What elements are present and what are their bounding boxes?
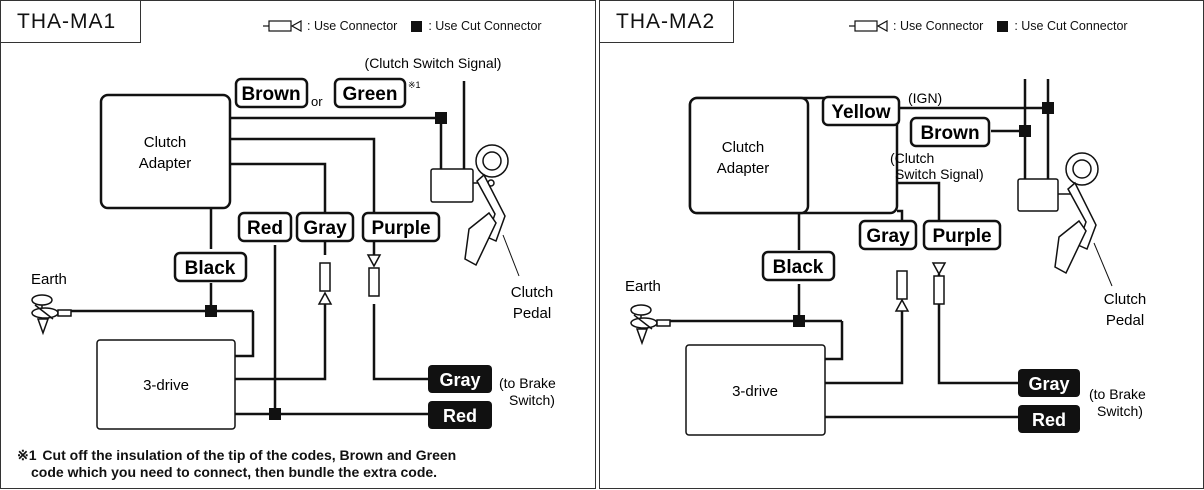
connector-icon bbox=[849, 20, 888, 32]
footnote-mark: ※1 bbox=[17, 447, 37, 463]
cut-connectors bbox=[793, 102, 1054, 327]
output-label-red: Red bbox=[1032, 410, 1066, 430]
output-label-gray: Gray bbox=[439, 370, 480, 390]
legend-use-cut-connector-label: : Use Cut Connector bbox=[428, 19, 542, 33]
legend-use-connector: : Use Connector bbox=[849, 19, 983, 33]
cut-connectors bbox=[205, 112, 447, 420]
legend-use-connector: : Use Connector bbox=[263, 19, 397, 33]
wire-label-black: Black bbox=[773, 257, 824, 278]
clutch-switch-signal-label: (Clutch Switch Signal) bbox=[365, 55, 502, 71]
clutch-adapter-label: Adapter bbox=[139, 155, 192, 172]
purple-connector-arrow-icon bbox=[931, 262, 947, 276]
wire-label-purple: Purple bbox=[371, 218, 430, 239]
clutch-adapter-label: Adapter bbox=[717, 160, 770, 177]
purple-connector-arrow-icon bbox=[366, 254, 382, 268]
ign-label: (IGN) bbox=[908, 90, 942, 106]
legend-use-cut-connector: : Use Cut Connector bbox=[997, 19, 1128, 33]
output-label-gray: Gray bbox=[1028, 374, 1069, 394]
gray-connector-arrow-icon bbox=[317, 291, 333, 305]
footnote: ※1 Cut off the insulation of the tip of … bbox=[17, 447, 587, 481]
clutch-pedal-label: Clutch bbox=[1104, 291, 1147, 308]
wiring-diagram-tha-ma1: Clutch Adapter 3-drive Brown or Green ※1… bbox=[31, 55, 556, 430]
cut-connector-icon bbox=[269, 408, 281, 420]
cut-connector-icon bbox=[435, 112, 447, 124]
gray-connector-icon bbox=[319, 262, 331, 292]
wire-lines bbox=[71, 81, 466, 416]
to-brake-label: Switch) bbox=[509, 392, 555, 408]
clutch-pedal-label: Pedal bbox=[1106, 312, 1144, 329]
footnote-line: Cut off the insulation of the tip of the… bbox=[42, 447, 457, 463]
wire-label-brown: Brown bbox=[241, 84, 300, 105]
wiring-diagram-tha-ma2: Clutch Adapter 3-drive Yellow (IGN) Brow… bbox=[625, 79, 1147, 436]
gray-connector-icon bbox=[896, 270, 908, 300]
footnote-line: code which you need to connect, then bun… bbox=[31, 464, 438, 480]
to-brake-label: (to Brake bbox=[499, 375, 556, 391]
panel-title: THA-MA1 bbox=[1, 1, 141, 43]
or-text: or bbox=[311, 94, 323, 109]
clutch-pedal-icon bbox=[1017, 152, 1113, 287]
earth-icon bbox=[630, 304, 671, 346]
panel-tha-ma1: Clutch Adapter 3-drive Brown or Green ※1… bbox=[0, 0, 596, 489]
legend-use-connector-label: : Use Connector bbox=[307, 19, 398, 33]
legend-use-cut-connector: : Use Cut Connector bbox=[411, 19, 542, 33]
connectors bbox=[317, 254, 382, 305]
wire-label-brown: Brown bbox=[920, 123, 979, 144]
panel-title: THA-MA2 bbox=[600, 1, 734, 43]
wire-label-black: Black bbox=[185, 258, 236, 279]
clutch-pedal-icon bbox=[430, 144, 520, 277]
footnote-marker: ※1 bbox=[408, 80, 421, 90]
legend-use-connector-label: : Use Connector bbox=[893, 19, 984, 33]
output-label-red: Red bbox=[443, 406, 477, 426]
legend: : Use Connector : Use Cut Connector bbox=[835, 19, 1128, 33]
clutch-adapter-label: Clutch bbox=[722, 139, 765, 156]
panel-tha-ma2: Clutch Adapter 3-drive Yellow (IGN) Brow… bbox=[599, 0, 1204, 489]
three-drive-box bbox=[685, 344, 826, 436]
clutch-signal-label: (Clutch bbox=[890, 150, 934, 166]
wire-label-gray: Gray bbox=[303, 218, 347, 239]
cut-connector-icon bbox=[793, 315, 805, 327]
earth-label: Earth bbox=[31, 271, 67, 288]
legend: : Use Connector : Use Cut Connector bbox=[249, 19, 542, 33]
earth-icon bbox=[31, 294, 72, 336]
cut-connector-icon bbox=[1019, 125, 1031, 137]
wire-label-yellow: Yellow bbox=[831, 102, 890, 123]
purple-connector-icon bbox=[933, 275, 945, 305]
to-brake-label: (to Brake bbox=[1089, 386, 1146, 402]
earth-label: Earth bbox=[625, 278, 661, 295]
cut-connector-icon bbox=[997, 20, 1009, 32]
to-brake-label: Switch) bbox=[1097, 403, 1143, 419]
purple-connector-icon bbox=[368, 267, 380, 297]
clutch-signal-label: Switch Signal) bbox=[895, 166, 984, 182]
clutch-adapter-label: Clutch bbox=[144, 134, 187, 151]
gray-connector-arrow-icon bbox=[894, 298, 910, 312]
connectors bbox=[894, 262, 947, 312]
connector-icon bbox=[263, 20, 302, 32]
legend-use-cut-connector-label: : Use Cut Connector bbox=[1014, 19, 1128, 33]
wire-label-gray: Gray bbox=[866, 226, 910, 247]
three-drive-box bbox=[96, 339, 236, 430]
three-drive-label: 3-drive bbox=[732, 383, 778, 400]
cut-connector-icon bbox=[411, 20, 423, 32]
cut-connector-icon bbox=[205, 305, 217, 317]
wire-label-purple: Purple bbox=[932, 226, 991, 247]
wire-label-red: Red bbox=[247, 218, 283, 239]
clutch-pedal-label: Pedal bbox=[513, 305, 551, 322]
three-drive-label: 3-drive bbox=[143, 377, 189, 394]
cut-connector-icon bbox=[1042, 102, 1054, 114]
clutch-adapter-box bbox=[99, 93, 232, 210]
clutch-pedal-label: Clutch bbox=[511, 284, 554, 301]
wire-label-green: Green bbox=[343, 84, 398, 105]
